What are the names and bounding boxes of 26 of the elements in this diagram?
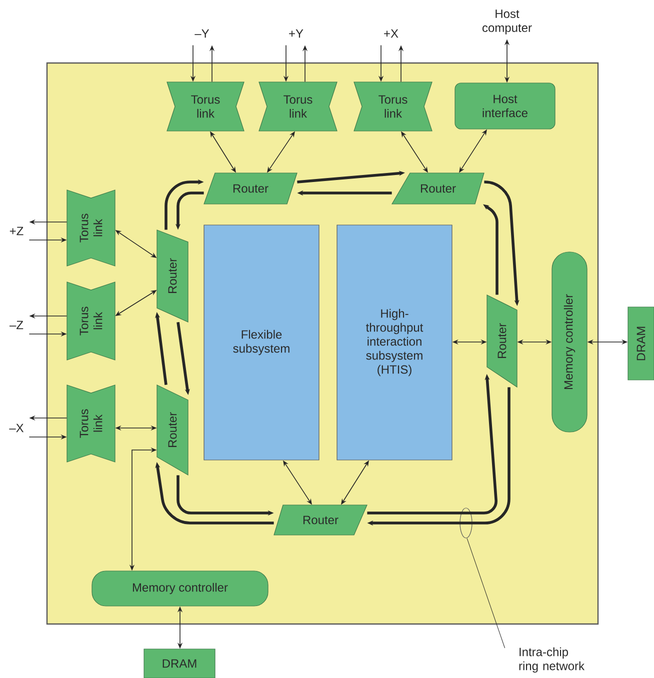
direction-label: +Z: [10, 226, 24, 236]
subsystem-box: High-throughput interaction subsystem (HTIS): [336, 224, 452, 460]
subsystem-box: Flexible subsystem: [204, 224, 320, 460]
leader-line: [466, 538, 506, 648]
torus-link-box: Torus link: [66, 384, 116, 462]
memory-controller-box: Memory controller: [552, 252, 588, 432]
text-label: Host computer: [482, 10, 532, 34]
ring-marker-ellipse: [460, 508, 472, 538]
dram-box: DRAM: [628, 306, 654, 380]
direction-label: –Z: [10, 320, 24, 330]
router-box: Router: [156, 230, 188, 322]
direction-label: –X: [9, 424, 24, 432]
router-box: Router: [486, 294, 518, 388]
torus-link-box: Torus link: [258, 82, 338, 132]
callout-text: Intra-chip ring network: [519, 647, 585, 673]
direction-label: +Y: [289, 29, 304, 38]
torus-link-box: Torus link: [66, 282, 116, 360]
dram-box: DRAM: [144, 648, 216, 678]
torus-link-box: Torus link: [354, 82, 432, 132]
torus-link-box: Torus link: [66, 190, 116, 266]
torus-link-box: Torus link: [166, 82, 244, 132]
interface-box: Host interface: [454, 82, 556, 130]
router-box: Router: [156, 384, 188, 476]
direction-label: +X: [384, 29, 398, 38]
direction-label: –Y: [194, 29, 210, 38]
memory-controller-box: Memory controller: [92, 570, 268, 606]
